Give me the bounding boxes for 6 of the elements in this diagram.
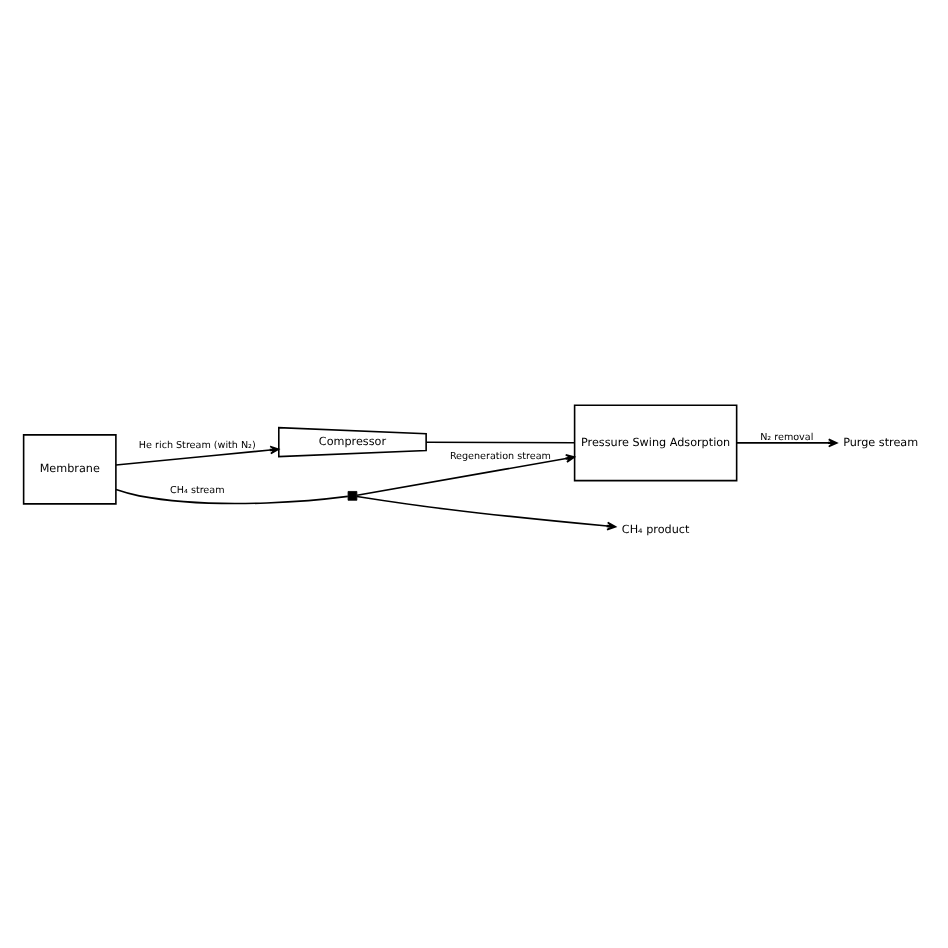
arrow [735,437,838,447]
arrow [115,444,280,465]
node-box [347,490,358,500]
connector [115,487,349,504]
connector [425,440,576,443]
arrow [356,453,576,495]
